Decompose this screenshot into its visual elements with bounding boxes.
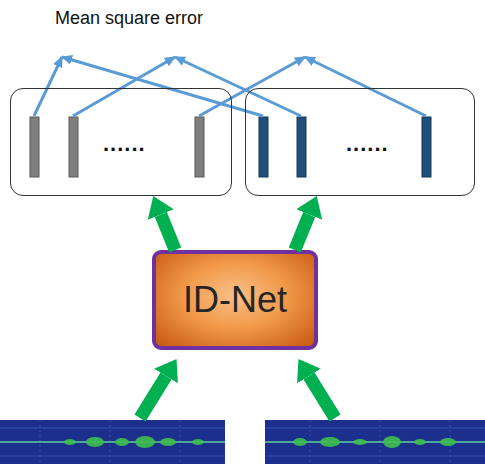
grid-line	[265, 428, 485, 429]
network-box: ID-Net	[152, 250, 318, 350]
pairing-arrow	[175, 57, 301, 116]
ellipsis-text: ......	[346, 131, 389, 157]
network-name: ID-Net	[183, 279, 287, 321]
spectrogram-energy	[64, 436, 456, 448]
feature-bar	[195, 117, 204, 177]
feature-bar	[297, 117, 306, 177]
grid-line	[0, 428, 225, 429]
spectrogram	[265, 420, 485, 464]
feature-bar	[30, 117, 39, 177]
spectrogram-grid	[0, 420, 485, 464]
energy-blob	[135, 436, 155, 448]
grid-line	[0, 456, 225, 457]
pairing-arrow	[73, 57, 175, 116]
energy-blob	[383, 436, 401, 448]
diagram-title: Mean square error	[55, 8, 203, 29]
pairing-arrow	[305, 57, 426, 116]
feature-group-box: ......	[10, 88, 232, 196]
input-arrow	[309, 376, 335, 418]
energy-blob	[115, 438, 129, 446]
energy-blob	[414, 439, 426, 445]
feature-group-box: ......	[245, 88, 475, 196]
energy-blob	[320, 437, 340, 447]
energy-blob	[192, 439, 204, 445]
data-flow-arrow	[161, 215, 175, 250]
pairing-arrow	[199, 57, 305, 116]
energy-blob	[86, 437, 104, 447]
pairing-arrow	[34, 57, 62, 116]
feature-bar	[259, 117, 268, 177]
energy-blob	[160, 438, 176, 446]
input-arrow	[140, 376, 166, 418]
energy-blob	[64, 439, 76, 445]
energy-blob	[440, 438, 456, 446]
spectrogram	[0, 420, 225, 464]
grid-line	[265, 456, 485, 457]
data-flow-arrow	[295, 215, 309, 250]
energy-blob	[353, 439, 367, 445]
pairing-arrows	[34, 57, 426, 116]
pairing-arrow	[62, 57, 263, 116]
ellipsis-text: ......	[103, 131, 146, 157]
spectrogram-trace	[0, 441, 225, 443]
feature-bar	[69, 117, 78, 177]
feature-bar	[422, 117, 431, 177]
energy-blob	[293, 438, 307, 446]
